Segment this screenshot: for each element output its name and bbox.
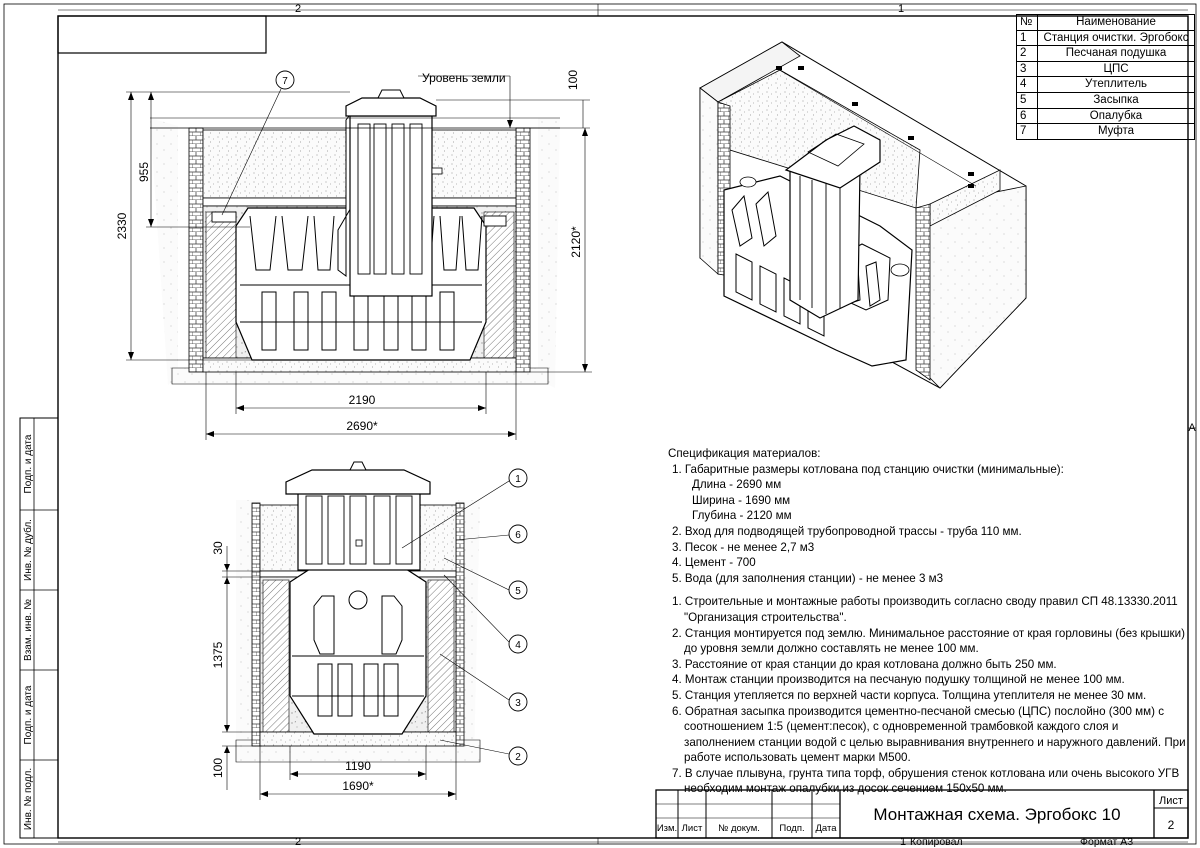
dim-2190: 2190 bbox=[349, 393, 376, 407]
callout-2: 2 bbox=[515, 752, 521, 763]
dim-100-top: 100 bbox=[566, 70, 580, 90]
side-label-sign-date: Подп. и дата bbox=[23, 434, 34, 493]
col-sign: Подп. bbox=[779, 823, 804, 834]
legend-name: Муфта bbox=[1037, 123, 1195, 140]
col-list: Лист bbox=[682, 823, 703, 834]
dim-1690: 1690* bbox=[342, 779, 374, 793]
zone-label: 2 bbox=[295, 836, 301, 848]
legend-num: 4 bbox=[1016, 76, 1038, 93]
legend-name: Утеплитель bbox=[1037, 76, 1195, 93]
spec-item: 4. Цемент - 700 bbox=[672, 556, 756, 570]
note-item: 4. Монтаж станции производится на песчан… bbox=[672, 673, 1125, 687]
note-item: 5. Станция утепляется по верхней части к… bbox=[672, 688, 1147, 702]
side-label-dup-inv: Инв. № дубл. bbox=[22, 519, 34, 581]
spec-item: 5. Вода (для заполнения станции) - не ме… bbox=[672, 571, 944, 585]
dim-1190: 1190 bbox=[345, 759, 371, 773]
spec-title: Спецификация материалов: bbox=[668, 447, 821, 460]
spec-subitem: Ширина - 1690 мм bbox=[692, 493, 791, 507]
legend-num: 3 bbox=[1016, 60, 1038, 78]
callout-1: 1 bbox=[515, 474, 521, 485]
dim-2330: 2330 bbox=[115, 212, 129, 239]
sheet-frame bbox=[3, 3, 1197, 845]
isometric-view bbox=[699, 41, 1027, 389]
legend-name: ЦПС bbox=[1037, 60, 1195, 78]
ground-level-label: Уровень земли bbox=[422, 71, 506, 85]
zone-label: 1 bbox=[898, 3, 904, 15]
zone-label: A bbox=[1188, 422, 1196, 434]
note-item: 3. Расстояние от края станции до края ко… bbox=[672, 657, 1057, 671]
dim-100-bottom: 100 bbox=[211, 758, 225, 778]
callout-5: 5 bbox=[515, 586, 521, 597]
copied-label: Копировал bbox=[910, 836, 963, 848]
format-label: Формат А3 bbox=[1080, 836, 1133, 848]
title-block-frame bbox=[655, 789, 1189, 839]
drawing-title: Монтажная схема. Эргобокс 10 bbox=[873, 805, 1120, 824]
note-item: 7. В случае плывуна, грунта типа торф, о… bbox=[672, 766, 1180, 796]
legend-name: Станция очистки. Эргобокс bbox=[1037, 29, 1195, 47]
col-date: Дата bbox=[815, 823, 837, 834]
side-label-replace-inv: Взам. инв. № bbox=[23, 599, 34, 661]
dim-2120: 2120* bbox=[569, 226, 583, 258]
spec-item: 3. Песок - не менее 2,7 м3 bbox=[672, 540, 815, 554]
dim-955: 955 bbox=[137, 162, 151, 182]
specification-notes: Спецификация материалов: 1. Габаритные р… bbox=[668, 446, 1188, 797]
legend-num: 5 bbox=[1016, 91, 1038, 109]
section-view-short bbox=[222, 461, 528, 800]
spec-item: 1. Габаритные размеры котлована под стан… bbox=[672, 462, 1064, 476]
dim-1375: 1375 bbox=[211, 641, 225, 668]
callout-4: 4 bbox=[515, 640, 521, 651]
zone-label: 2 bbox=[295, 3, 301, 15]
legend-header-num: № bbox=[1016, 14, 1038, 31]
legend-name: Песчаная подушка bbox=[1037, 45, 1195, 62]
spec-subitem: Глубина - 2120 мм bbox=[692, 509, 792, 523]
zone-label: 1 bbox=[900, 836, 906, 848]
dim-2690: 2690* bbox=[346, 419, 378, 433]
legend-name: Опалубка bbox=[1037, 107, 1195, 125]
note-item: 2. Станция монтируется под землю. Минима… bbox=[672, 626, 1185, 656]
side-label-sign-date-2: Подп. и дата bbox=[23, 685, 34, 744]
legend-name: Засыпка bbox=[1037, 91, 1195, 109]
note-item: 6. Обратная засыпка производится цементн… bbox=[672, 704, 1186, 765]
legend-num: 2 bbox=[1016, 45, 1038, 62]
side-label-orig-inv: Инв. № подл. bbox=[23, 768, 34, 830]
col-izm: Изм. bbox=[657, 823, 677, 834]
dim-30: 30 bbox=[211, 541, 225, 555]
note-item: 1. Строительные и монтажные работы произ… bbox=[672, 595, 1178, 624]
legend-header: № Наименование bbox=[1016, 14, 1195, 31]
callout-7: 7 bbox=[282, 76, 288, 87]
legend-num: 7 bbox=[1016, 123, 1038, 140]
section-view-long bbox=[126, 70, 592, 440]
legend-header-name: Наименование bbox=[1037, 14, 1195, 31]
sheet-number: 2 bbox=[1168, 818, 1175, 832]
legend-num: 6 bbox=[1016, 107, 1038, 125]
sheet-label: Лист bbox=[1159, 795, 1183, 807]
spec-item: 2. Вход для подводящей трубопроводной тр… bbox=[672, 524, 1022, 538]
legend-num: 1 bbox=[1016, 29, 1038, 47]
callout-3: 3 bbox=[515, 698, 521, 709]
col-doc-num: № докум. bbox=[718, 823, 760, 834]
callout-6: 6 bbox=[515, 530, 521, 541]
spec-subitem: Длина - 2690 мм bbox=[692, 478, 782, 492]
